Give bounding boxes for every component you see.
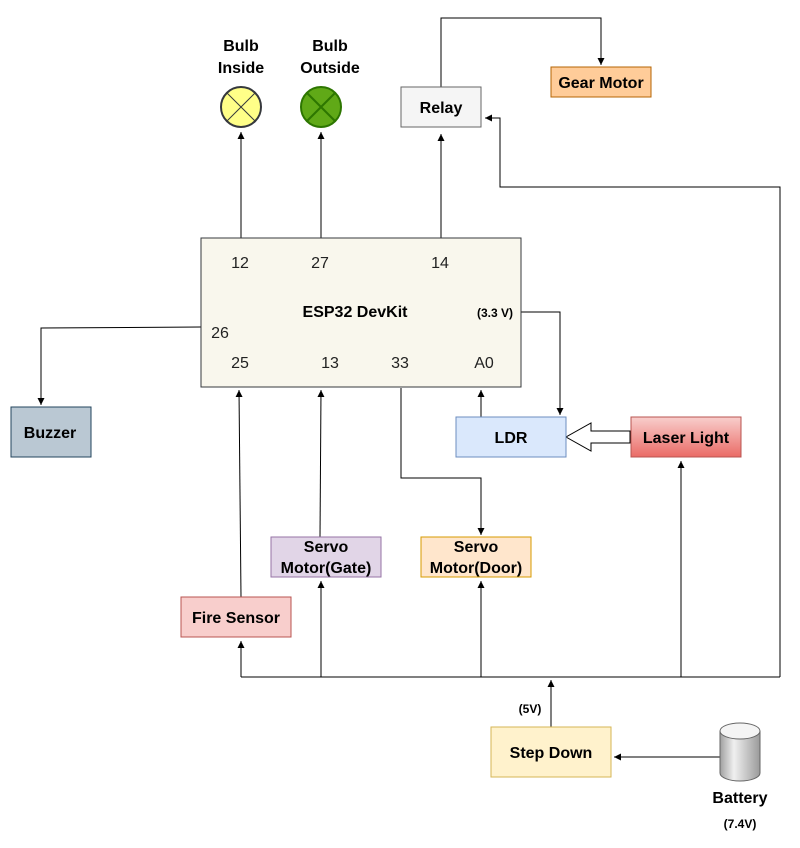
bulb-inside-label-line1: Bulb [223,38,259,55]
wires [37,17,781,761]
pin-27-label: 27 [311,255,329,272]
ldr-block: LDR [455,416,567,458]
wire-relay-to-gear-motor [440,17,605,87]
wire-power-to-relay [485,114,781,677]
laser-beam-arrow [564,422,631,452]
servo-door-block: Servo Motor(Door) [420,536,532,578]
buzzer-box [10,406,92,458]
laser-light-box [630,416,742,458]
servo-door-label-line2: Motor(Door) [430,560,522,577]
gear-motor-box [550,66,652,98]
bulb-inside-label-line2: Inside [218,60,264,77]
esp32-title: ESP32 DevKit [303,304,409,321]
wire-pin33-to-servo-door [400,388,485,535]
wire-3v3-to-ldr [520,311,564,415]
wire-servo-gate-to-pin13 [317,389,325,538]
battery-voltage-label: (7.4V) [724,817,757,831]
fire-sensor-box [180,596,292,638]
buzzer-block: Buzzer [10,406,92,458]
laser-light-block: Laser Light [630,416,742,458]
ldr-label: LDR [495,430,528,447]
esp32-block: ESP32 DevKit (3.3 V) 12 27 14 26 25 13 3… [200,237,522,388]
wire-fire-sensor-to-pin25 [235,389,243,598]
battery-block: Battery (7.4V) [712,722,768,831]
fire-sensor-block: Fire Sensor [180,596,292,638]
wire-pin26-to-buzzer [37,326,202,405]
step-down-block: Step Down [490,726,612,778]
relay-block: Relay [400,86,482,128]
fire-sensor-label: Fire Sensor [192,610,280,627]
laser-light-label: Laser Light [643,430,730,447]
servo-gate-label-line2: Motor(Gate) [281,560,372,577]
relay-box [400,86,482,128]
servo-door-box [420,536,532,578]
gear-motor-label: Gear Motor [558,75,643,92]
pin-a0-label: A0 [474,355,494,372]
pin-25-label: 25 [231,355,249,372]
bulb-outside: Bulb Outside [300,38,360,128]
battery-label: Battery [712,790,767,807]
esp32-supply-label: (3.3 V) [477,306,513,320]
pin-12-label: 12 [231,255,249,272]
step-down-label: Step Down [510,745,593,762]
bulb-outside-label-line2: Outside [300,60,360,77]
step-down-output-label: (5V) [519,702,542,716]
pin-14-label: 14 [431,255,449,272]
servo-door-label-line1: Servo [454,539,499,556]
ldr-box [455,416,567,458]
esp32-box [200,237,522,388]
servo-gate-box [270,536,382,578]
gear-motor-block: Gear Motor [550,66,652,98]
pin-26-label: 26 [211,325,229,342]
servo-gate-label-line1: Servo [304,539,349,556]
battery-icon [719,722,761,782]
pin-13-label: 13 [321,355,339,372]
buzzer-label: Buzzer [24,425,76,442]
bulb-inside: Bulb Inside [218,38,264,128]
servo-gate-block: Servo Motor(Gate) [270,536,382,578]
bulb-outside-label-line1: Bulb [312,38,348,55]
pin-33-label: 33 [391,355,409,372]
step-down-box [490,726,612,778]
relay-label: Relay [420,100,463,117]
